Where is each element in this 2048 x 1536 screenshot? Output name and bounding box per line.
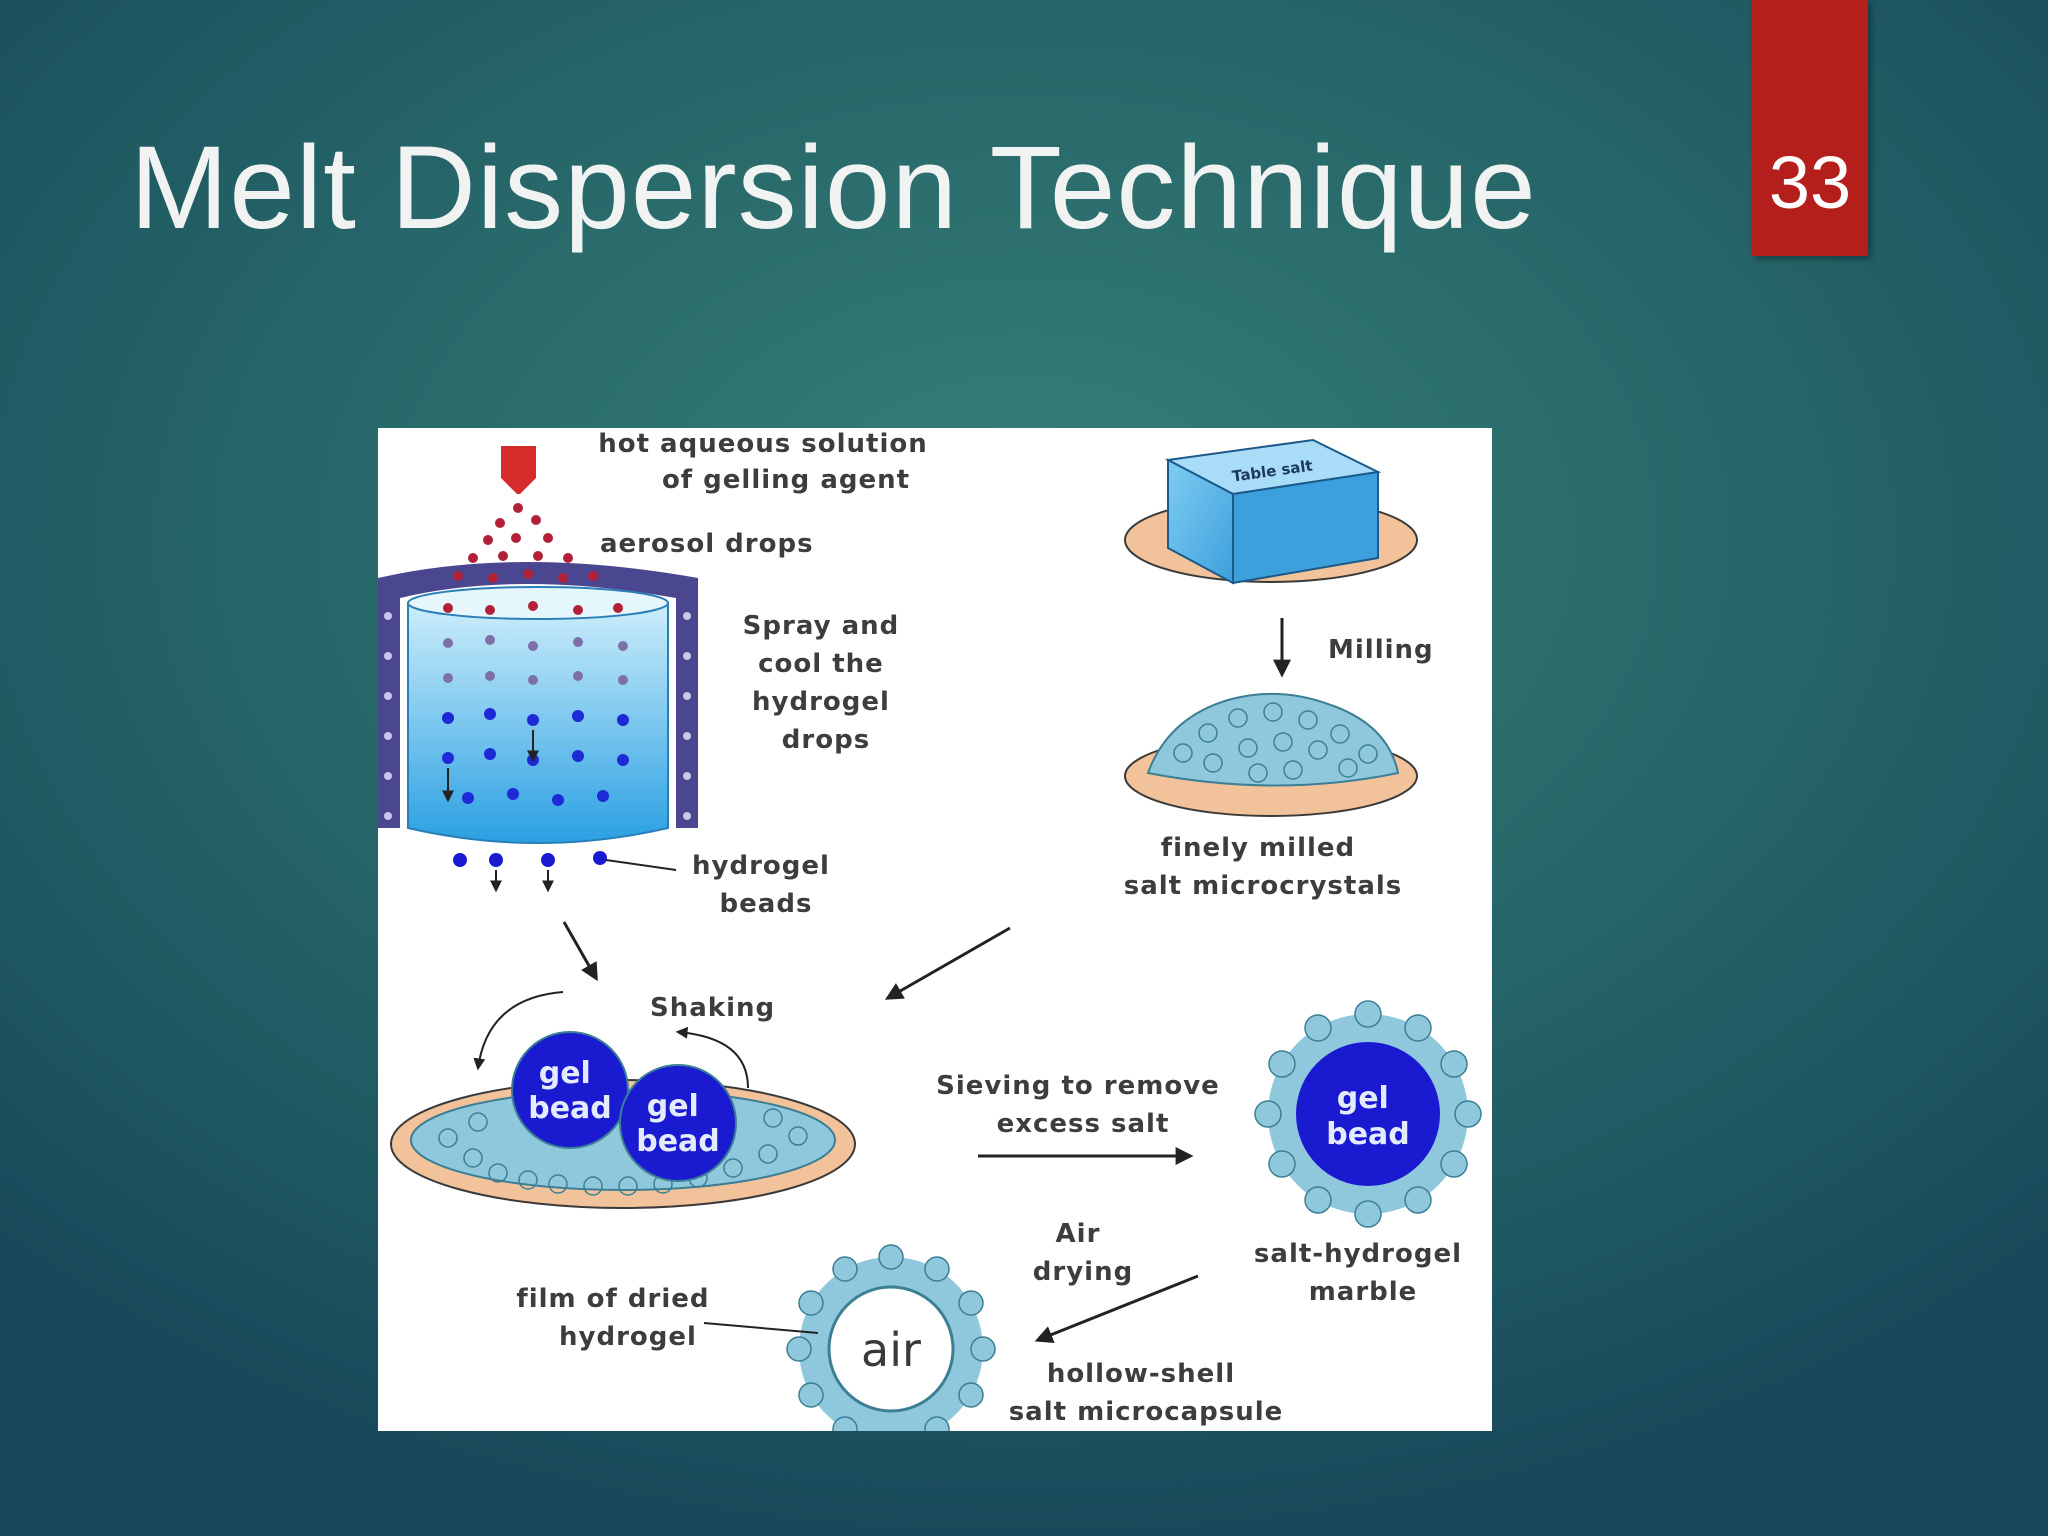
aerosol-drops bbox=[443, 503, 623, 615]
jacket-snowflakes bbox=[384, 612, 691, 820]
air-drying-arrow bbox=[1034, 1274, 1199, 1344]
gel-bead-left bbox=[511, 1031, 629, 1149]
air-drying-label: Air drying bbox=[1033, 1219, 1133, 1287]
gel-bead-right-label: gel bead bbox=[636, 1089, 720, 1159]
hollow-microcapsule bbox=[786, 1244, 996, 1431]
salt-cube-side bbox=[1232, 470, 1379, 585]
fall-arrows bbox=[442, 730, 539, 803]
diagram-panel: hot aqueous solution of gelling agent ae… bbox=[378, 428, 1492, 1431]
cooling-jacket bbox=[378, 562, 698, 828]
hydrogel-beads bbox=[453, 851, 607, 867]
table-salt: Table salt bbox=[1124, 438, 1418, 585]
page-number: 33 bbox=[1768, 141, 1852, 224]
marble-label: salt-hydrogel marble bbox=[1254, 1239, 1472, 1307]
film-label: film of dried hydrogel bbox=[516, 1284, 719, 1352]
gel-bead-left-label: gel bead bbox=[528, 1056, 612, 1126]
salt-hydrogel-marble bbox=[1254, 1000, 1482, 1228]
aerosol-drops-label: aerosol drops bbox=[600, 529, 814, 559]
salt-to-shaking-arrow bbox=[884, 926, 1011, 1000]
film-leader bbox=[703, 1322, 819, 1334]
setting-beads bbox=[442, 708, 629, 806]
bead-fall-arrows bbox=[490, 870, 554, 893]
sieving-label: Sieving to remove excess salt bbox=[936, 1071, 1230, 1139]
cooling-drops bbox=[443, 635, 628, 685]
beads-to-shaking-arrow bbox=[562, 921, 598, 982]
hydrogel-beads-leader bbox=[605, 859, 677, 871]
milled-salt-label: finely milled salt microcrystals bbox=[1124, 833, 1403, 901]
milled-salt-pile bbox=[1124, 692, 1418, 817]
nozzle bbox=[501, 446, 536, 494]
cylinder-top bbox=[407, 586, 669, 620]
process-diagram: hot aqueous solution of gelling agent ae… bbox=[378, 429, 1482, 1431]
spray-apparatus bbox=[378, 446, 698, 893]
gel-bead-right bbox=[619, 1064, 737, 1182]
milling-label: Milling bbox=[1328, 635, 1434, 665]
spray-cool-label: Spray and cool the hydrogel drops bbox=[743, 611, 910, 755]
shaking-label: Shaking bbox=[650, 993, 775, 1023]
microcapsule-label: hollow-shell salt microcapsule bbox=[1009, 1359, 1284, 1427]
hot-solution-label: hot aqueous solution of gelling agent bbox=[598, 429, 938, 495]
air-label: air bbox=[861, 1323, 921, 1377]
shaking-dish bbox=[390, 991, 856, 1209]
hydrogel-beads-label: hydrogel beads bbox=[692, 851, 840, 919]
page-number-tab: 33 bbox=[1752, 0, 1868, 256]
marble-gel-bead-label: gel bead bbox=[1326, 1081, 1410, 1152]
slide-title: Melt Dispersion Technique bbox=[130, 122, 1537, 254]
